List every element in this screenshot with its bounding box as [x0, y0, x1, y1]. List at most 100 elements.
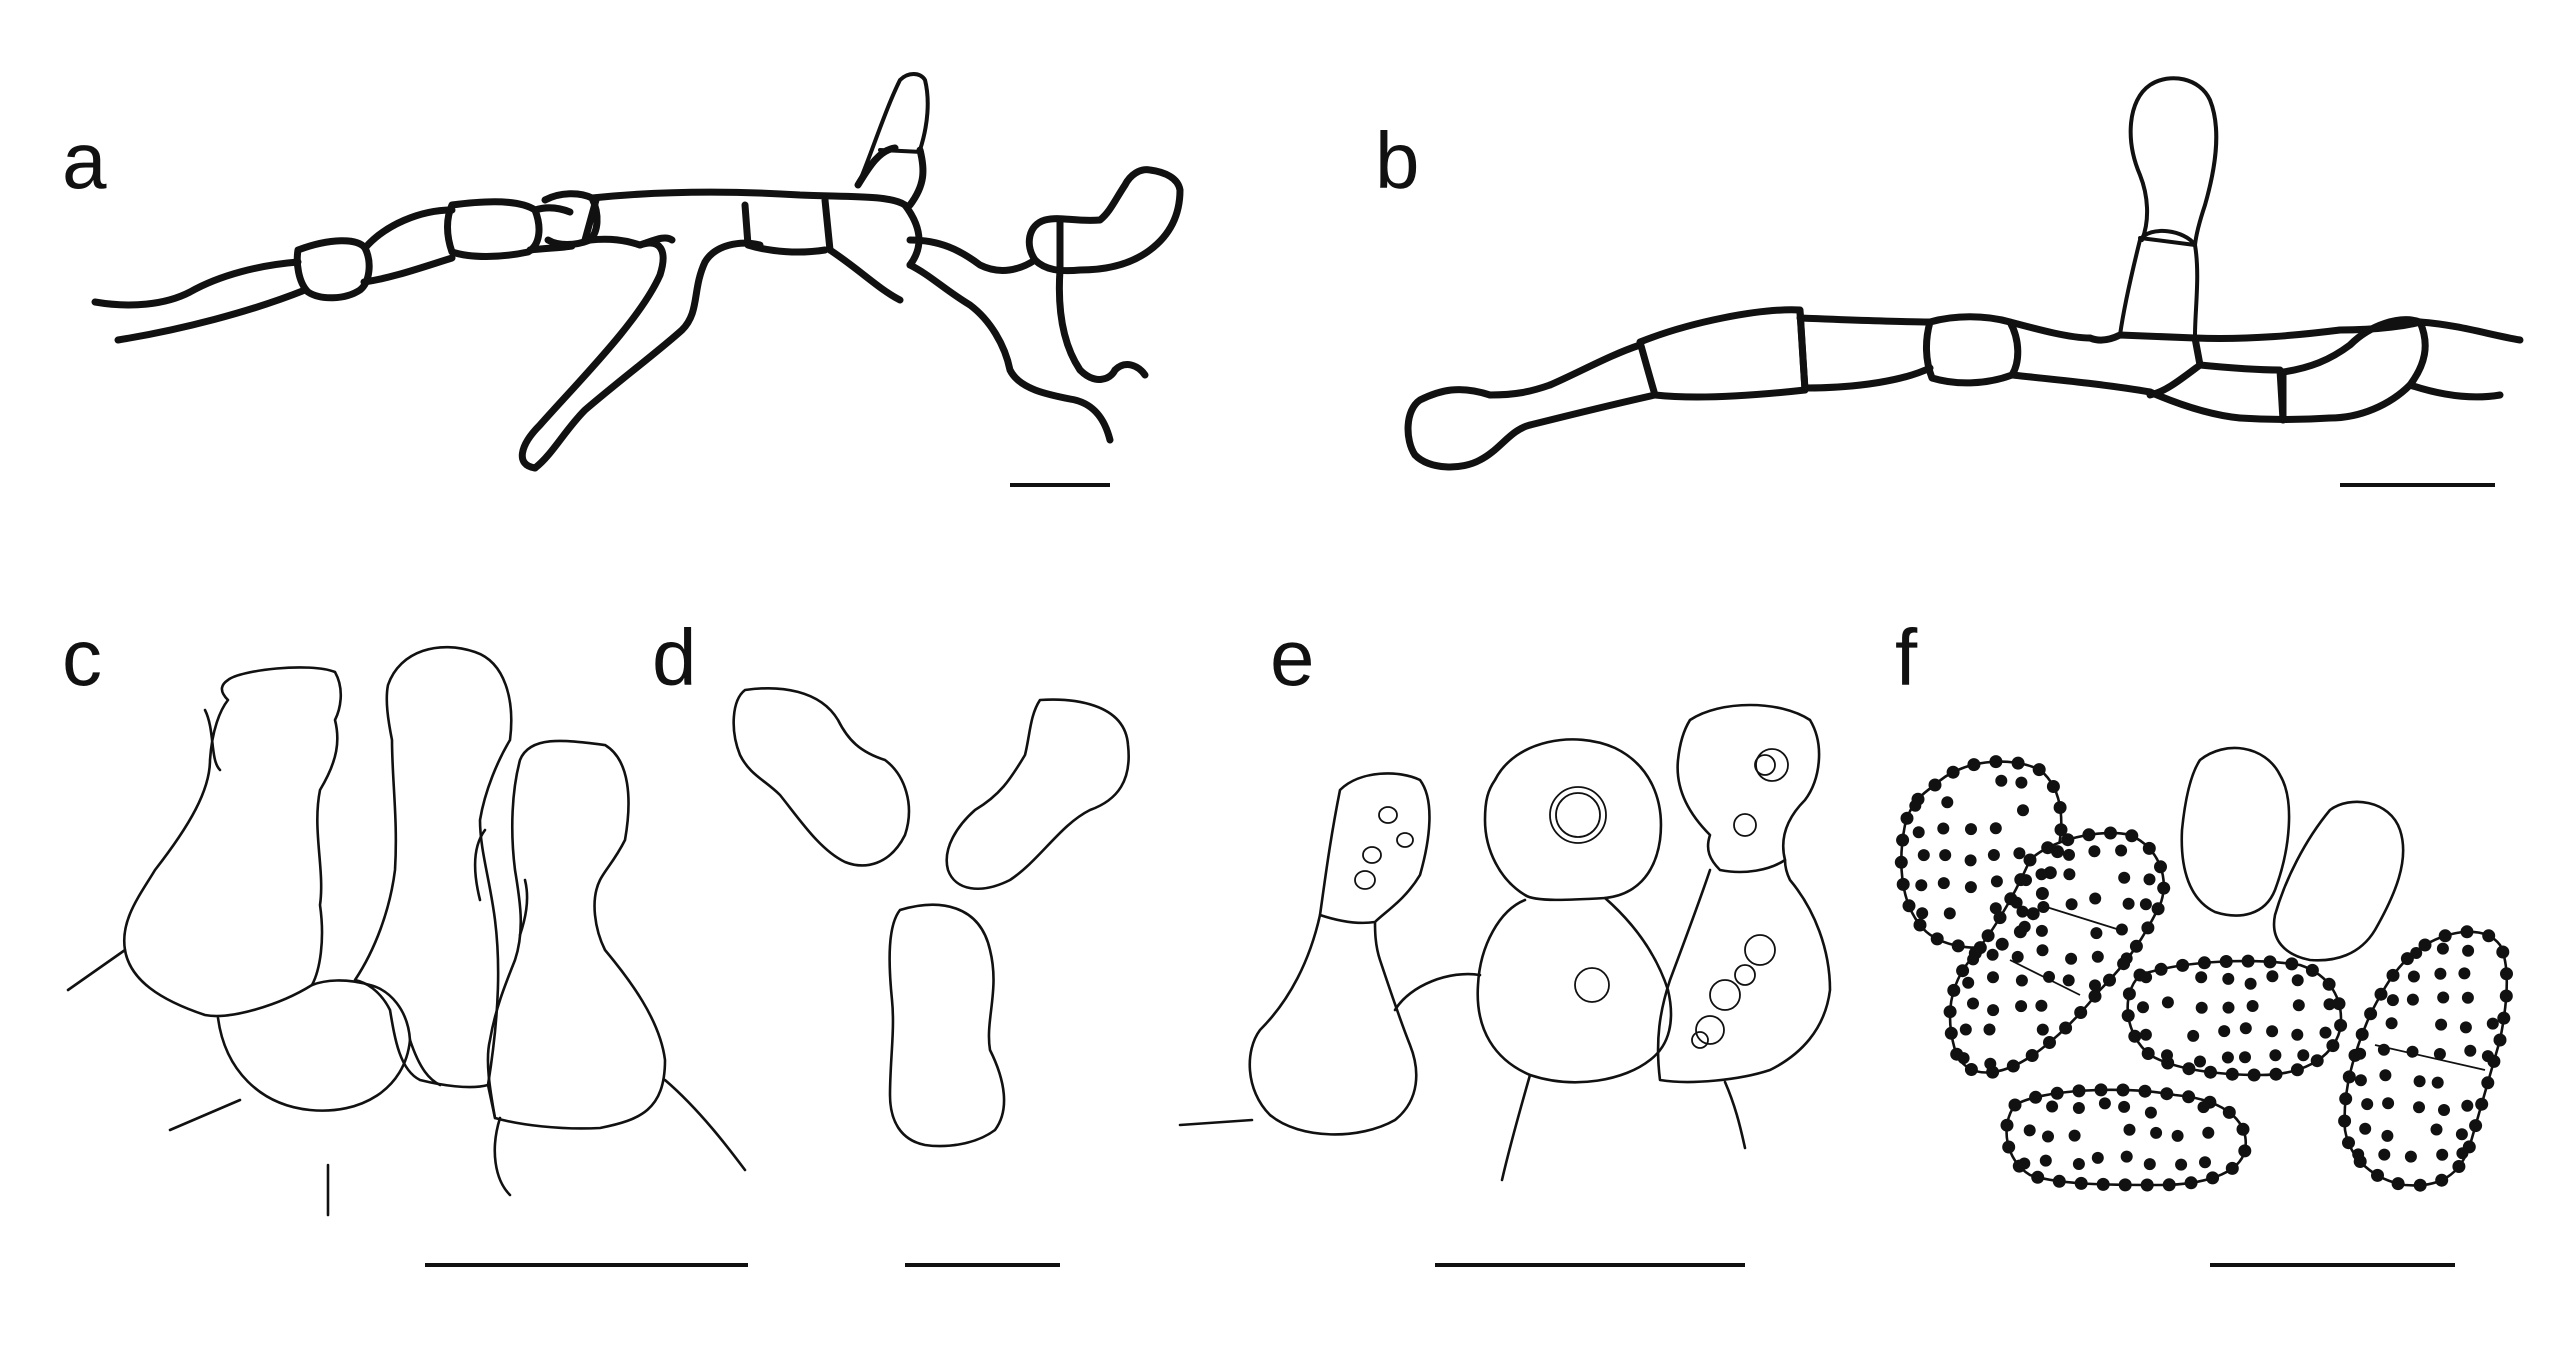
verruca-dot: [2090, 927, 2103, 940]
verruca-dot: [2382, 1097, 2395, 1110]
verruca-dot: [1947, 983, 1961, 997]
verruca-dot: [2062, 974, 2075, 987]
verruca-dot: [2496, 945, 2510, 959]
verruca-dot: [2006, 1059, 2020, 1073]
verruca-dot: [2103, 973, 2116, 987]
verruca-dot: [1962, 976, 1975, 989]
verruca-dot: [2082, 828, 2096, 842]
verruca-dot: [1981, 929, 1995, 943]
verruca-dot: [2456, 1147, 2469, 1160]
verruca-dot: [2197, 956, 2211, 970]
verruca-dot: [2455, 1128, 2468, 1141]
verruca-dot: [2129, 939, 2143, 953]
verruca-dot: [1912, 826, 1925, 839]
verruca-dot: [2008, 1098, 2022, 1112]
verruca-dot: [2436, 1148, 2449, 1161]
verruca-dot: [2171, 1129, 2184, 1142]
verruca-dot: [2269, 1049, 2282, 1062]
verruca-dot: [2138, 1084, 2152, 1098]
verruca-dot: [2481, 1076, 2495, 1090]
verruca-dot: [2063, 868, 2076, 881]
verruca-dot: [2118, 871, 2131, 884]
verruca-dot: [2364, 1007, 2378, 1021]
verruca-dot: [2089, 892, 2102, 905]
verruca-dot: [2118, 1178, 2132, 1192]
verruca-dot: [2493, 1033, 2507, 1047]
verruca-dot: [2184, 1176, 2198, 1190]
verruca-dot: [2036, 1023, 2049, 1036]
verruca-dot: [2116, 1083, 2130, 1097]
verruca-dot: [2037, 901, 2050, 913]
verruca-dot: [2161, 996, 2174, 1009]
verruca-dot: [2161, 1049, 2173, 1062]
panel-a-hypha-drawing: [91, 72, 1184, 472]
verruca-dot: [2199, 1156, 2211, 1169]
verruca-dot: [1928, 778, 1942, 792]
verruca-dot: [2137, 1001, 2149, 1014]
verruca-dot: [2292, 999, 2305, 1012]
verruca-dot: [2123, 1123, 2136, 1136]
verruca-dot: [2381, 1129, 2394, 1142]
verruca-dot: [1965, 823, 1977, 836]
verruca-dot: [2182, 1062, 2196, 1076]
verruca-dot: [1915, 879, 1928, 892]
panel-label-f: f: [1895, 613, 1918, 702]
verruca-dot: [2122, 897, 2135, 910]
verruca-dot: [2053, 801, 2067, 814]
verruca-dot: [2025, 1049, 2039, 1062]
verruca-dot: [2291, 1028, 2304, 1041]
verruca-dot: [2157, 881, 2171, 895]
verruca-dot: [2144, 1106, 2157, 1119]
verruca-dot: [2000, 1118, 2014, 1132]
verruca-dot: [2121, 1009, 2135, 1023]
verruca-dot: [2291, 974, 2304, 987]
verruca-dot: [2377, 1043, 2390, 1056]
verruca-dot: [2143, 1158, 2156, 1171]
verruca-dot: [2052, 1174, 2066, 1188]
verruca-dot: [2438, 929, 2452, 943]
verruca-dot: [2072, 1084, 2086, 1098]
verruca-dot: [2194, 1055, 2206, 1068]
verruca-dot: [2482, 929, 2496, 943]
verruca-dot: [2128, 1029, 2142, 1043]
verruca-dot: [2225, 1161, 2239, 1175]
verruca-dot: [2407, 970, 2420, 983]
verruca-dot: [2241, 954, 2255, 968]
verruca-dot: [2413, 1075, 2426, 1088]
verruca-dot: [2452, 1160, 2466, 1173]
verruca-dot: [2046, 780, 2060, 793]
verruca-dot: [2018, 920, 2031, 933]
verruca-dot: [2355, 1027, 2369, 1041]
verruca-dot: [2035, 924, 2048, 937]
verruca-dot: [2098, 1097, 2111, 1110]
verruca-dot: [2475, 1097, 2489, 1111]
verruca-dot: [2342, 1136, 2355, 1150]
verruca-dot: [1986, 948, 1999, 961]
verruca-dot: [2023, 1124, 2036, 1137]
verruca-dot: [2222, 972, 2235, 985]
verruca-dot: [2089, 979, 2101, 992]
verruca-dot: [2042, 1130, 2054, 1143]
verruca-dot: [1913, 918, 1927, 932]
verruca-dot: [2400, 952, 2414, 966]
verruca-dot: [1983, 1023, 1996, 1036]
verruca-dot: [2015, 1000, 2028, 1013]
verruca-dot: [2013, 847, 2026, 860]
verruca-dot: [2041, 841, 2055, 855]
verruca-dot: [2247, 1068, 2261, 1082]
verruca-dot: [2142, 841, 2156, 855]
verruca-dot: [2431, 1076, 2444, 1089]
verruca-dot: [2378, 1148, 2391, 1161]
verruca-dot: [2065, 952, 2078, 965]
verruca-dot: [2072, 1158, 2085, 1170]
verruca-dot: [2118, 1100, 2131, 1113]
verruca-dot: [2014, 873, 2028, 887]
verruca-dot: [1939, 849, 1952, 862]
verruca-dot: [2339, 1092, 2353, 1106]
verruca-dot: [1956, 964, 1970, 978]
verruca-dot: [1916, 907, 1929, 920]
verruca-dot: [2435, 1173, 2449, 1187]
verruca-dot: [2031, 1170, 2045, 1184]
verruca-dot: [2002, 1140, 2016, 1154]
verruca-dot: [2151, 902, 2165, 916]
